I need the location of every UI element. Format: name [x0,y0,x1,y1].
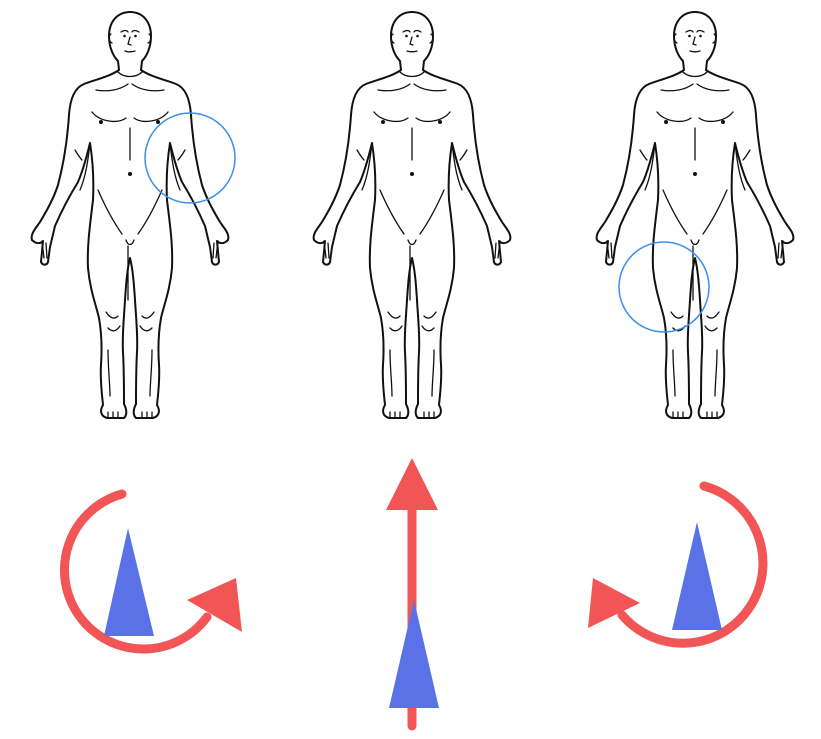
highlight-circle-right-leg [618,241,710,333]
direction-triangle-left [104,528,154,636]
highlight-circle-left-arm [144,112,236,204]
figure-left [30,11,230,419]
rotation-arrow-clockwise [59,489,242,654]
direction-triangle-middle [389,600,439,708]
figure-right [595,11,795,419]
figure-middle [312,11,512,419]
direction-triangle-right [672,522,722,630]
rotation-arrow-counterclockwise [588,481,768,648]
